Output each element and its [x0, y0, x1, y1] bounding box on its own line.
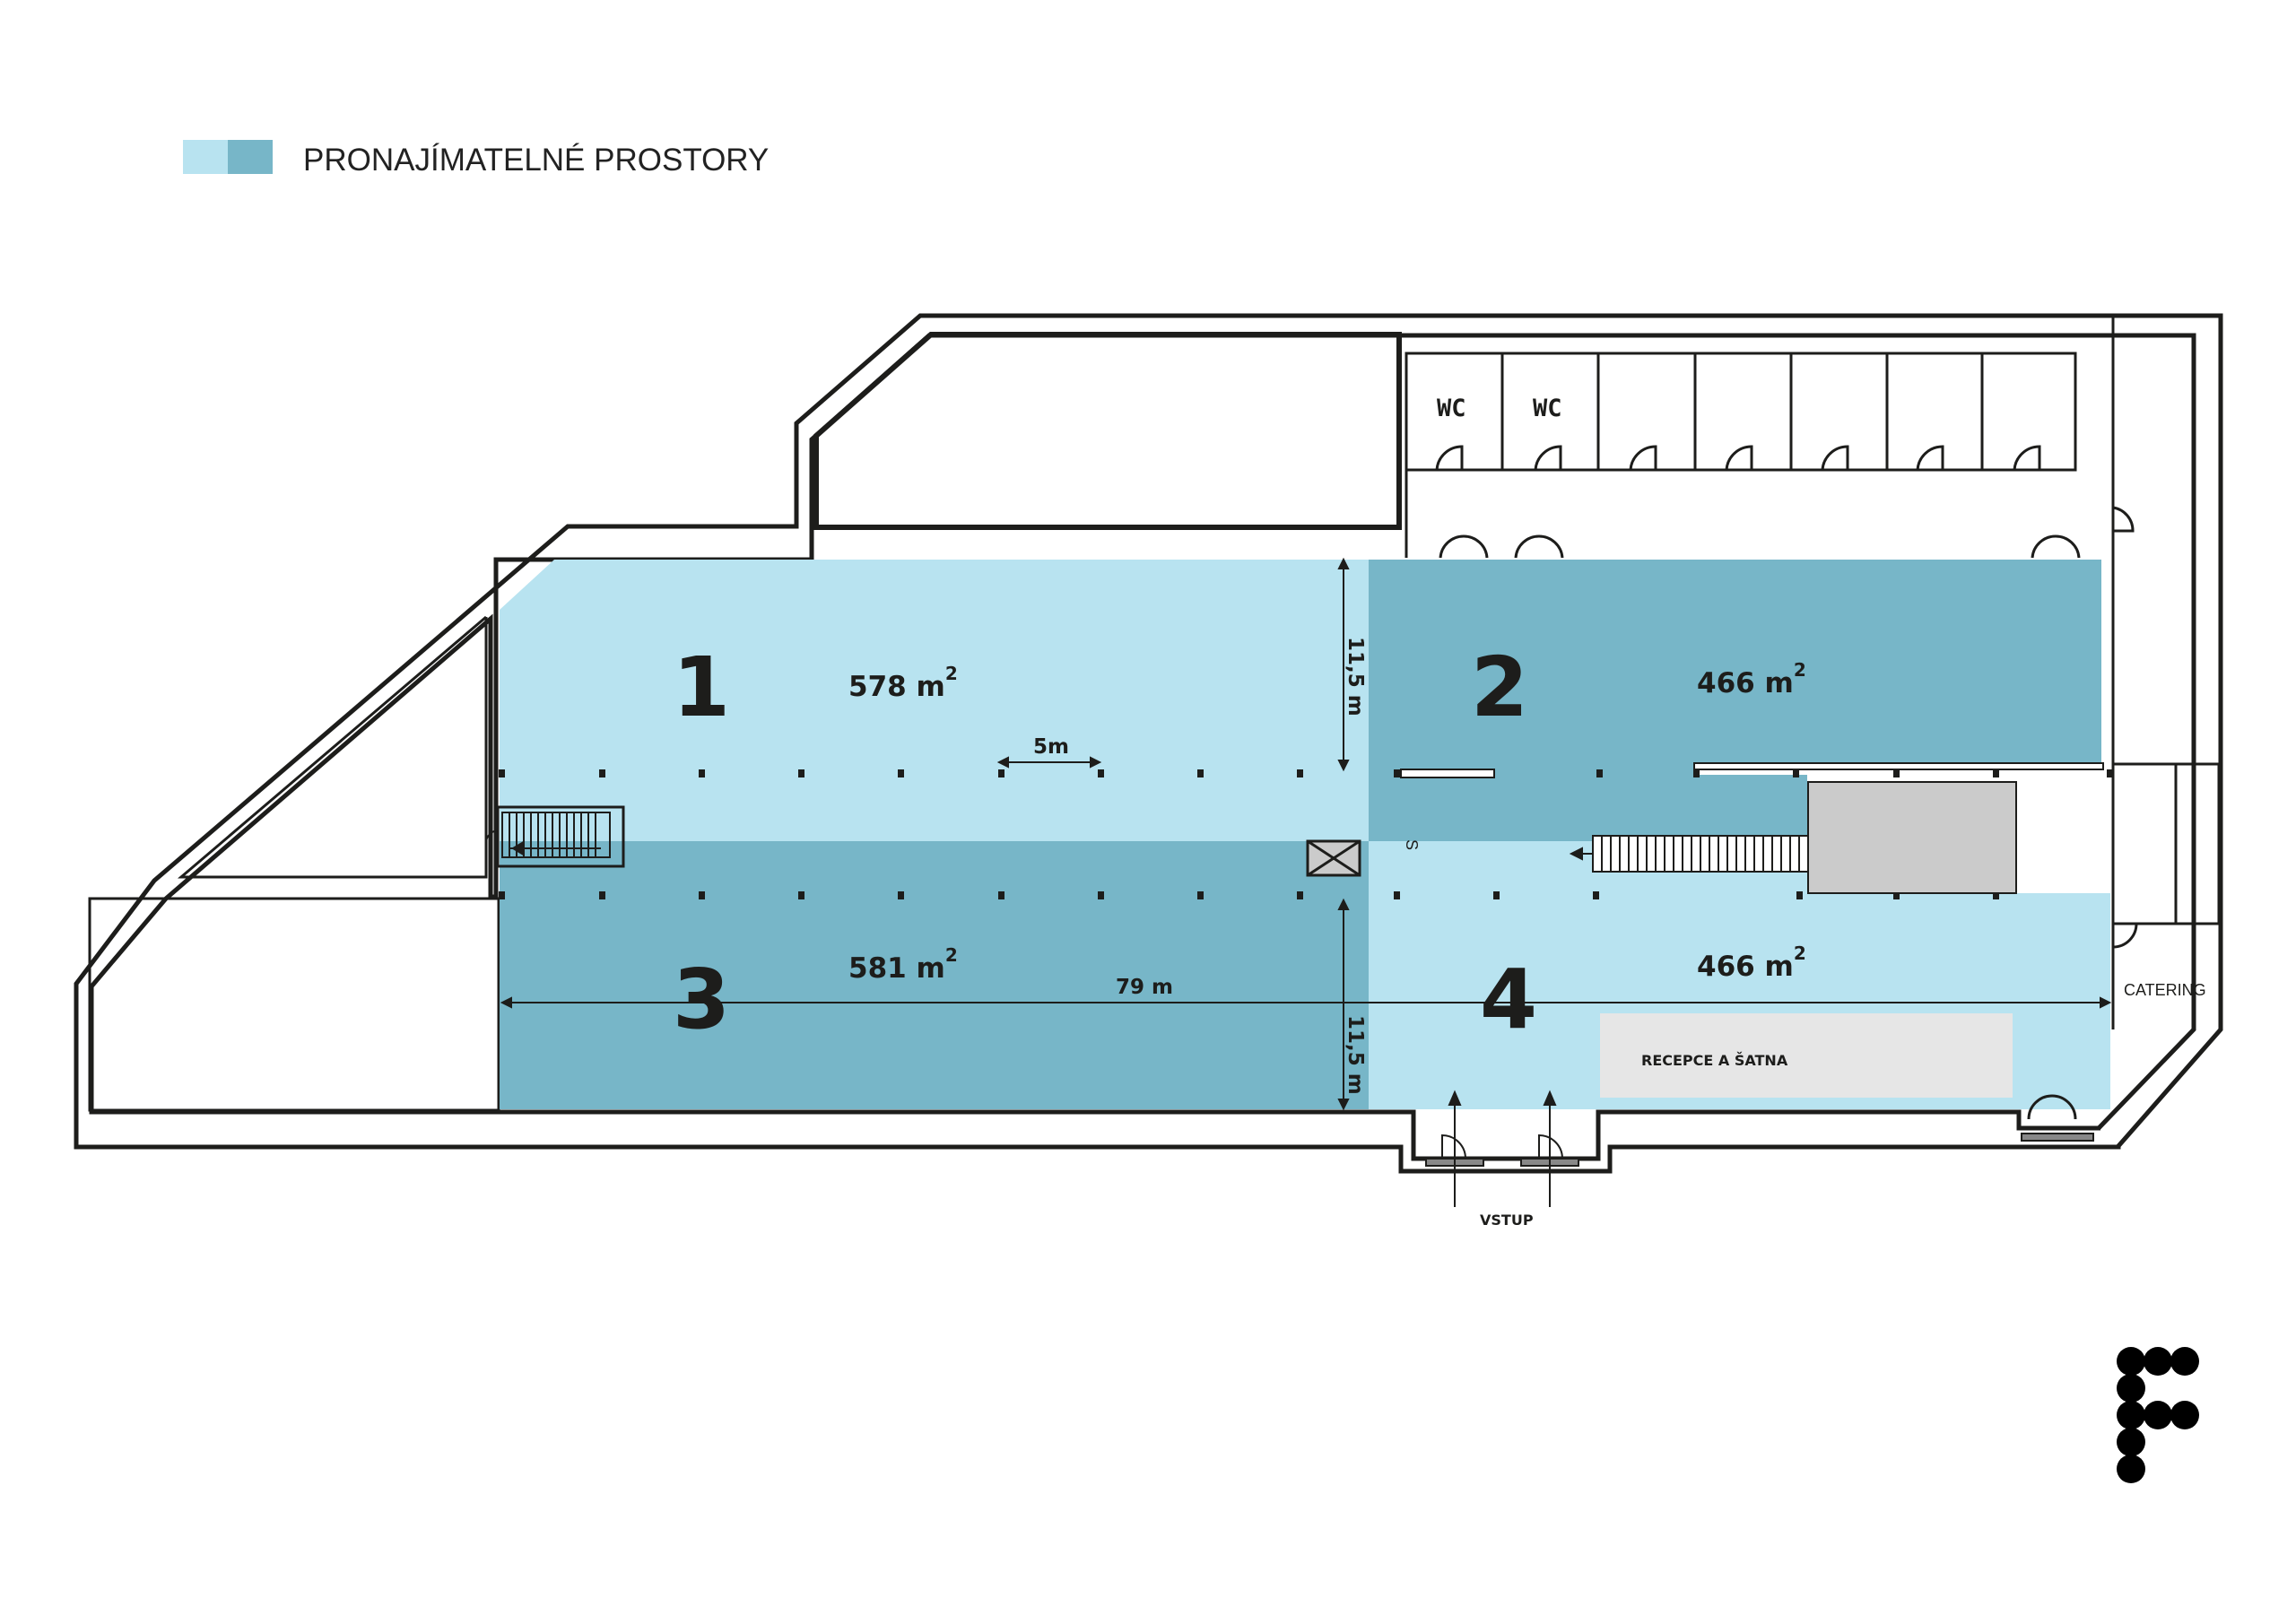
- module-dimension: 5m: [1033, 735, 1069, 759]
- left-lower-room: [88, 897, 500, 1112]
- shaft: [1306, 839, 1361, 877]
- wc-label-1: WC: [1437, 395, 1466, 422]
- building-outline: [74, 313, 2223, 1174]
- small-mark: S: [1403, 839, 1421, 850]
- legend-swatch-light: [183, 140, 228, 174]
- catering-room: [2111, 762, 2221, 925]
- length-dimension: 79 m: [1116, 976, 1173, 999]
- zone-3: [500, 841, 1369, 1109]
- space-3-number: 3: [673, 951, 730, 1047]
- space-2-area: 466 m2: [1697, 659, 1806, 699]
- space-2-number: 2: [1471, 639, 1528, 735]
- depth-dimension-bottom: 11,5 m: [1344, 1015, 1367, 1095]
- reception-label: RECEPCE A ŠATNA: [1641, 1052, 1788, 1069]
- column-grid: [499, 769, 2113, 899]
- zone-1: [500, 560, 1369, 841]
- right-staircase: [1569, 835, 1809, 873]
- outer-wall-inner: [89, 333, 2196, 1161]
- service-block: [813, 332, 1402, 530]
- legend-swatch-dark: [228, 140, 273, 174]
- left-staircase: [485, 805, 625, 868]
- space-4-number: 4: [1480, 951, 1537, 1047]
- partition-wall: [1693, 762, 2104, 770]
- outer-wall-outer: [74, 313, 2223, 1174]
- space-1-area: 578 m2: [848, 663, 958, 703]
- legend-label: PRONAJÍMATELNÉ PROSTORY: [303, 143, 769, 178]
- toilet-block: [1405, 352, 2077, 472]
- grey-block: [1807, 781, 2017, 894]
- short-partition: [1400, 769, 1495, 778]
- space-3-area: 581 m2: [848, 944, 958, 985]
- left-stair-frame: [496, 805, 625, 868]
- dimension-lines: [500, 557, 2112, 1111]
- legend: PRONAJÍMATELNÉ PROSTORY: [183, 140, 769, 178]
- depth-dimension-top: 11,5 m: [1344, 637, 1367, 717]
- wc-label-2: WC: [1533, 395, 1562, 422]
- left-triangle-room: [177, 615, 488, 879]
- entrance: [1425, 1090, 2094, 1207]
- catering-area: [2027, 762, 2221, 1120]
- entrance-label: VSTUP: [1480, 1212, 1534, 1229]
- zone-2: [1369, 560, 2101, 841]
- logo: [2117, 1347, 2199, 1483]
- catering-label: CATERING: [2124, 981, 2206, 999]
- reception-area: [1600, 1013, 2013, 1098]
- space-1-number: 1: [673, 639, 730, 735]
- space-4-area: 466 m2: [1697, 942, 1806, 983]
